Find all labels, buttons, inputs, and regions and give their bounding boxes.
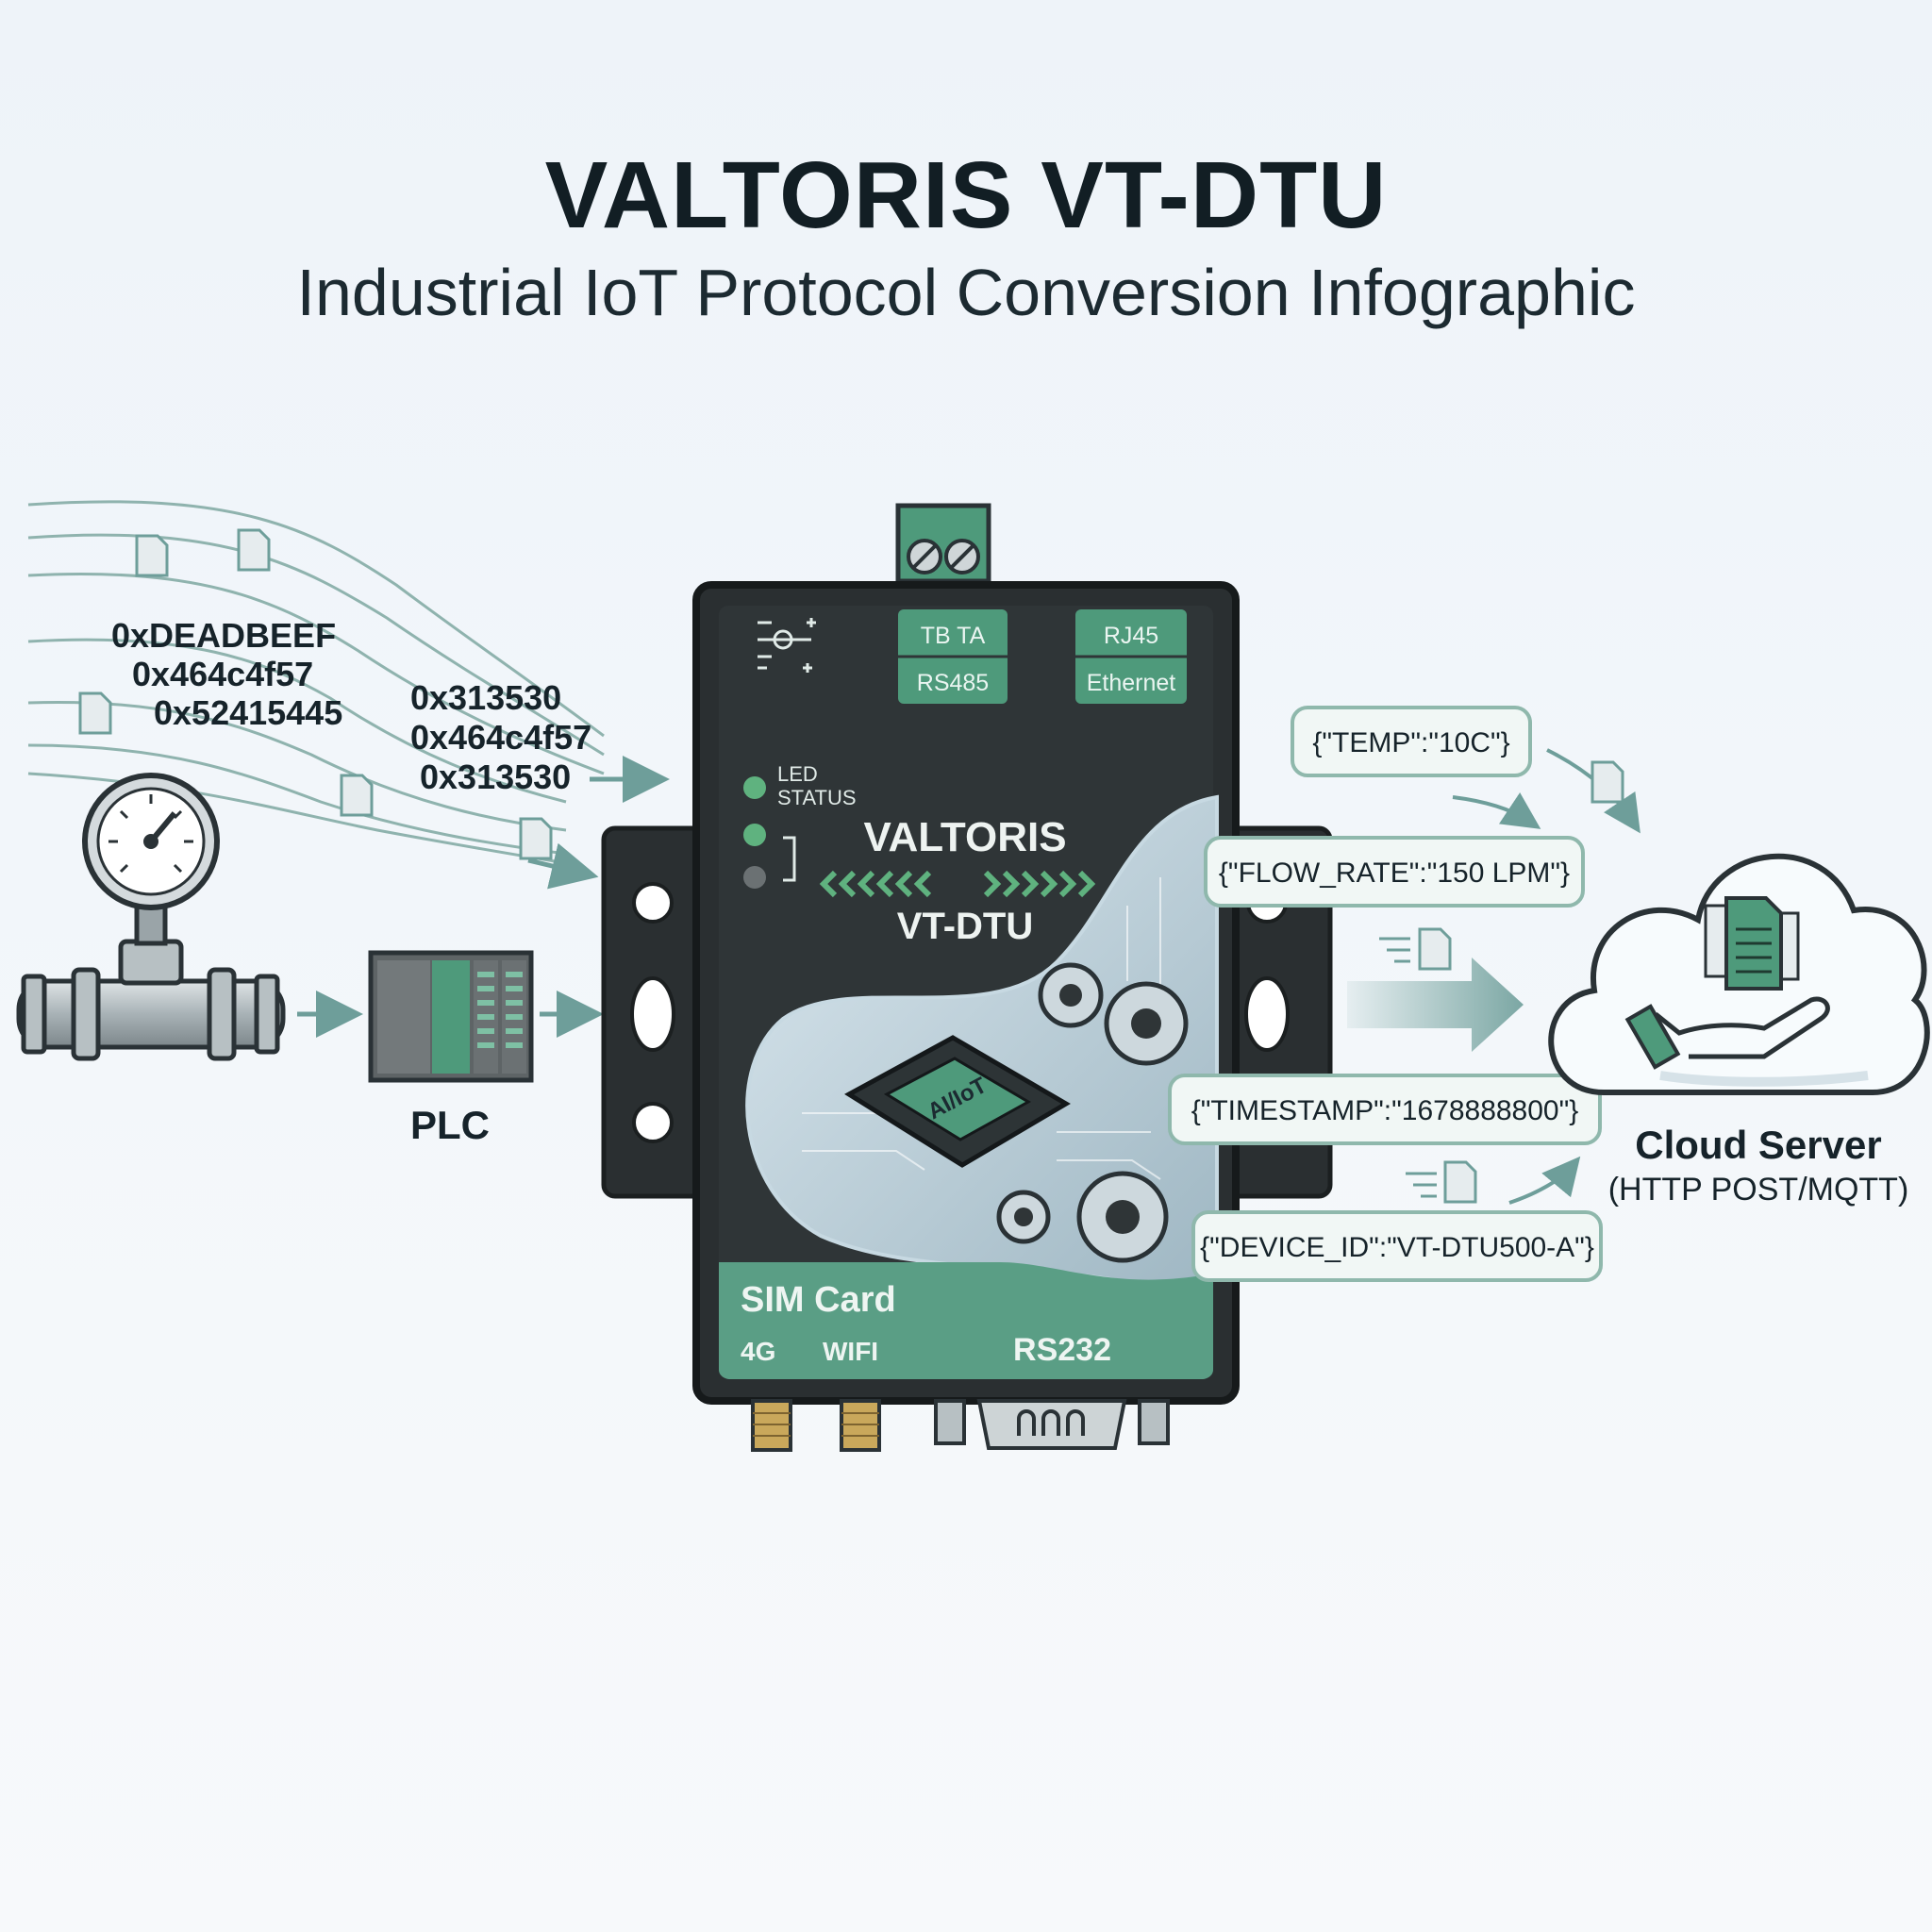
data-stream-lines bbox=[27, 500, 605, 865]
data-direction-chevrons bbox=[819, 870, 1096, 898]
cloud-protocol-label: (HTTP POST/MQTT) bbox=[1608, 1172, 1909, 1208]
port-label: RS485 bbox=[917, 670, 989, 696]
json-output-device-id: {"DEVICE_ID":"VT-DTU500-A"} bbox=[1191, 1210, 1603, 1282]
cloud-server-label: Cloud Server bbox=[1635, 1123, 1881, 1167]
antenna-connector bbox=[751, 1399, 881, 1452]
json-text: {"DEVICE_ID":"VT-DTU500-A"} bbox=[1200, 1232, 1594, 1263]
hex-value: 0x313530 bbox=[420, 758, 571, 796]
hex-stream-right: 0x313530 0x464c4f57 0x313530 bbox=[410, 678, 591, 796]
wifi-label: WIFI bbox=[823, 1337, 878, 1366]
page-subtitle: Industrial IoT Protocol Conversion Infog… bbox=[296, 256, 1636, 329]
rs232-label: RS232 bbox=[1013, 1332, 1111, 1368]
device-model: VT-DTU bbox=[897, 906, 1033, 947]
device-brand: VALTORIS bbox=[863, 814, 1066, 860]
port-label: TB TA bbox=[921, 623, 986, 649]
pressure-gauge-icon bbox=[16, 773, 286, 1061]
processor-chip: AI/IoT bbox=[844, 1035, 1071, 1168]
document-icon bbox=[1418, 760, 1624, 1204]
plc-label: PLC bbox=[410, 1103, 490, 1147]
hex-value: 0x313530 bbox=[410, 678, 561, 717]
lte-label: 4G bbox=[741, 1337, 775, 1366]
document-icon bbox=[78, 528, 553, 860]
json-text: {"TIMESTAMP":"1678888800"} bbox=[1191, 1095, 1579, 1126]
json-output-timestamp: {"TIMESTAMP":"1678888800"} bbox=[1168, 1074, 1602, 1145]
port-rs485: TB TA RS485 bbox=[898, 609, 1008, 704]
hand-icon bbox=[1624, 996, 1830, 1070]
hex-stream-left: 0xDEADBEEF 0x464c4f57 0x52415445 bbox=[111, 616, 342, 732]
port-label: RJ45 bbox=[1104, 623, 1158, 649]
hex-value: 0x52415445 bbox=[154, 693, 342, 732]
db9-serial-connector bbox=[934, 1399, 1170, 1450]
power-terminal-block bbox=[895, 503, 991, 584]
status-led-indicators: LED STATUS bbox=[743, 762, 857, 889]
cloud-documents-icon bbox=[1704, 896, 1800, 991]
device-cutaway: AI/IoT bbox=[745, 794, 1219, 1288]
json-output-flow-rate: {"FLOW_RATE":"150 LPM"} bbox=[1204, 836, 1585, 908]
json-text: {"FLOW_RATE":"150 LPM"} bbox=[1219, 858, 1570, 889]
led-label: LED bbox=[777, 762, 818, 786]
port-ethernet: RJ45 Ethernet bbox=[1075, 609, 1187, 704]
device-bottom-panel: SIM Card 4G WIFI RS232 bbox=[719, 1262, 1213, 1379]
page-title: VALTORIS VT-DTU bbox=[544, 142, 1388, 248]
power-polarity-icon bbox=[758, 618, 816, 673]
input-arrows bbox=[297, 756, 670, 1038]
port-label: Ethernet bbox=[1087, 670, 1176, 696]
json-output-temp: {"TEMP":"10C"} bbox=[1291, 706, 1532, 777]
json-text: {"TEMP":"10C"} bbox=[1312, 727, 1509, 758]
led-label: STATUS bbox=[777, 786, 857, 809]
plc-icon: PLC bbox=[368, 950, 534, 1147]
hex-value: 0xDEADBEEF bbox=[111, 616, 336, 655]
sim-card-label: SIM Card bbox=[741, 1280, 896, 1320]
hex-value: 0x464c4f57 bbox=[132, 655, 313, 693]
hex-value: 0x464c4f57 bbox=[410, 718, 591, 757]
